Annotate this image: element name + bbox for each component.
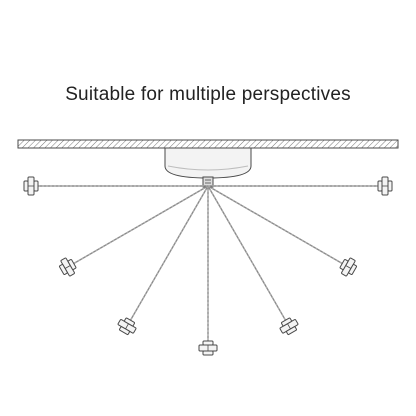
cable-clip-icon	[377, 176, 393, 196]
ceiling-canopy-icon	[164, 147, 252, 179]
clip-part	[339, 259, 349, 270]
suspension-cables	[23, 176, 393, 356]
cable-clip-icon	[23, 176, 39, 196]
clip-notch	[345, 265, 352, 269]
clip-part	[33, 180, 39, 192]
clip-notch	[125, 323, 129, 330]
cable-braid	[67, 185, 209, 268]
clip-part	[387, 180, 393, 192]
page-title: Suitable for multiple perspectives	[65, 84, 351, 105]
ceiling-plate-icon	[17, 139, 399, 149]
cable-braid	[207, 185, 349, 268]
clip-part	[124, 317, 135, 327]
clip-part	[119, 326, 130, 335]
clip-part	[377, 180, 383, 192]
clip-notch	[64, 265, 71, 269]
cable-clip-icon	[117, 317, 137, 335]
clip-part	[286, 326, 297, 335]
cable-clip-icon	[59, 257, 77, 277]
cable-clip-icon	[279, 317, 299, 335]
clip-part	[281, 317, 292, 327]
cable-clip-icon	[198, 340, 218, 356]
clip-part	[348, 264, 357, 275]
clip-part	[202, 340, 214, 346]
cable-braid	[126, 185, 209, 327]
clip-notch	[287, 323, 291, 330]
cable-clip-icon	[339, 257, 357, 277]
clip-part	[202, 350, 214, 356]
clip-part	[23, 180, 29, 192]
cable-braid	[207, 185, 290, 327]
